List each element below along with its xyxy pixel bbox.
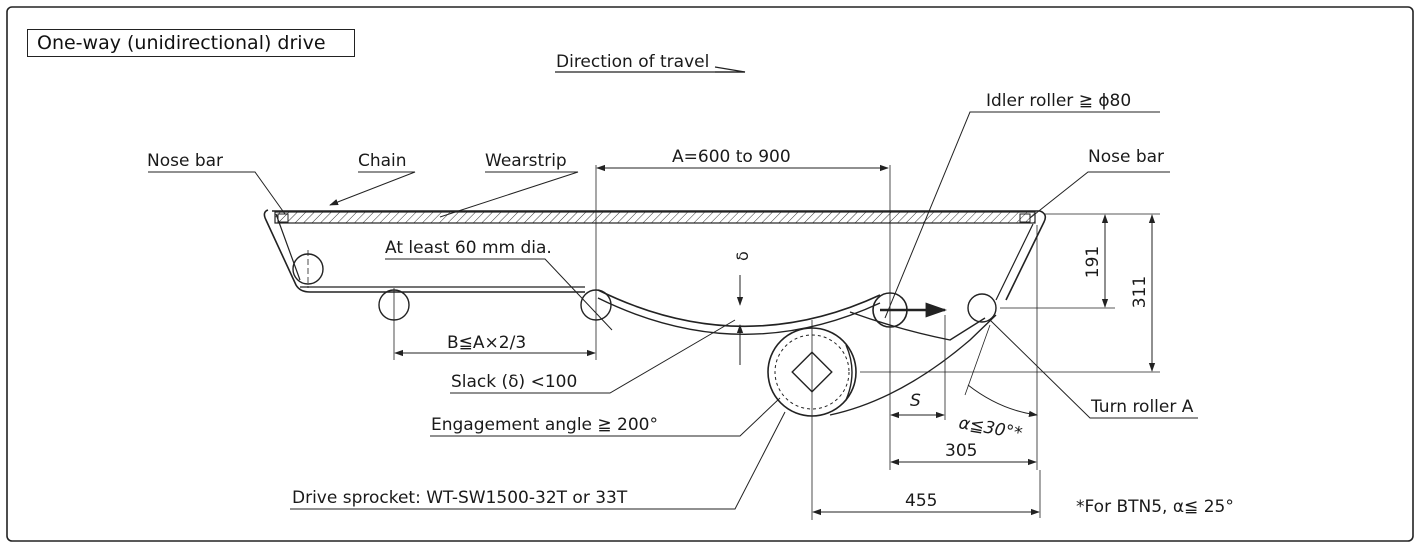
idler-roller <box>872 165 948 470</box>
engagement-label: Engagement angle ≧ 200° <box>431 415 658 435</box>
dimension-a-label: A=600 to 900 <box>672 147 791 167</box>
dimension-305 <box>890 225 1038 470</box>
direction-label: Direction of travel <box>556 52 709 72</box>
chain-label: Chain <box>358 151 407 171</box>
dimension-191-label: 191 <box>1083 246 1103 278</box>
support-roller-1 <box>292 250 324 288</box>
dimension-455-label: 455 <box>905 491 937 511</box>
alpha-angle <box>964 324 1038 418</box>
footnote: *For BTN5, α≦ 25° <box>1076 497 1234 517</box>
dimension-s-label: S <box>910 391 921 411</box>
turn-roller-label: Turn roller A <box>1090 397 1194 417</box>
dimension-311 <box>860 214 1160 373</box>
slack-label: Slack (δ) <100 <box>451 372 577 392</box>
drive-sprocket <box>767 311 997 520</box>
leader-lines <box>148 111 1198 510</box>
nose-bar-right-label: Nose bar <box>1088 147 1164 167</box>
nose-bar-left-label: Nose bar <box>147 151 223 171</box>
dimension-b-label: B≦A×2/3 <box>447 333 526 353</box>
dimension-455 <box>812 470 1041 518</box>
outer-border <box>6 6 1414 542</box>
dimension-s <box>890 315 946 420</box>
delta-label: δ <box>733 251 752 261</box>
direction-indicator <box>555 66 746 73</box>
support-roller-3 <box>580 165 612 360</box>
wearstrip-label: Wearstrip <box>485 151 567 171</box>
support-roller-2 <box>378 288 410 360</box>
dimension-305-label: 305 <box>945 441 977 461</box>
min-diameter-label: At least 60 mm dia. <box>385 238 552 258</box>
sprocket-label: Drive sprocket: WT-SW1500-32T or 33T <box>292 488 628 508</box>
dimension-191 <box>1000 213 1160 309</box>
return-path <box>300 286 881 335</box>
dimension-311-label: 311 <box>1130 276 1150 308</box>
conveyor-top-run <box>263 209 1047 301</box>
turn-roller <box>967 293 997 323</box>
diagram-title: One-way (unidirectional) drive <box>27 29 355 57</box>
idler-roller-label: Idler roller ≧ ϕ80 <box>986 91 1131 111</box>
alpha-label: α≦30°* <box>957 413 1024 444</box>
